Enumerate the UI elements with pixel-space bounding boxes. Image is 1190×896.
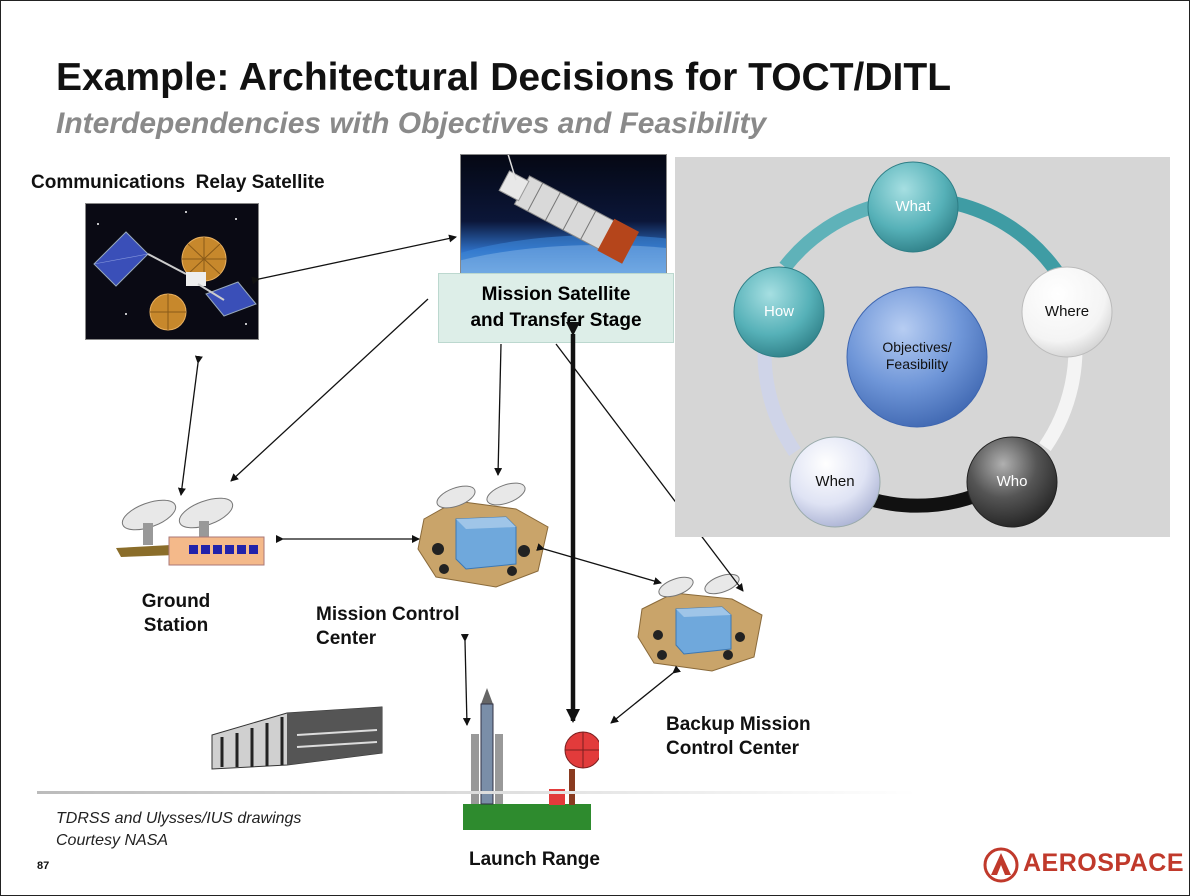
ground-station-drawing (111, 493, 271, 573)
mission-control-label-line2: Center (316, 628, 377, 649)
ground-station-label-line2: Station (143, 615, 209, 636)
cycle-circle-what (867, 161, 959, 253)
image-credit: TDRSS and Ulysses/IUS drawings Courtesy … (56, 808, 301, 852)
backup-control-label-line2: Control Center (666, 738, 799, 759)
cycle-label-where: Where (1044, 303, 1090, 320)
image-credit-line2: Courtesy NASA (56, 832, 169, 849)
backup-control-drawing (636, 569, 766, 674)
mission-satellite-label-line2: and Transfer Stage (470, 310, 642, 331)
mission-control-label-line1: Mission Control (316, 604, 460, 625)
page-number: 87 (37, 860, 50, 872)
arrow-relay-ground (177, 355, 203, 496)
arrow-mission-ground (230, 298, 429, 482)
slide-subtitle: Interdependencies with Objectives and Fe… (56, 107, 767, 140)
arrow-mission-mcc (494, 343, 503, 476)
slide-title: Example: Architectural Decisions for TOC… (56, 56, 952, 99)
relay-satellite-label: Communications Relay Satellite (31, 172, 325, 193)
ground-station-label: Ground Station (131, 590, 221, 638)
arrow-mission-backup (555, 343, 744, 592)
cycle-label-center-line2: Feasibility (885, 356, 949, 372)
ground-line (37, 791, 917, 794)
cycle-label-center-line1: Objectives/ (882, 339, 952, 355)
cycle-circle-when (789, 436, 881, 528)
cycle-circle-center (846, 286, 988, 428)
arrow-backup-launch (610, 665, 681, 724)
mission-satellite-label: Mission Satellite and Transfer Stage (438, 273, 674, 343)
ground-station-label-line1: Ground (141, 591, 211, 612)
cycle-label-how: How (763, 303, 794, 320)
mission-control-label: Mission Control Center (316, 603, 516, 651)
backup-control-label-line1: Backup Mission (666, 714, 811, 735)
aerospace-logo-text: AEROSPACE (1023, 849, 1185, 877)
aerospace-logo-icon (983, 847, 1019, 883)
mission-satellite-label-line1: Mission Satellite (481, 284, 631, 305)
aerospace-logo: AEROSPACE (983, 847, 1184, 883)
cycle-label-what: What (895, 198, 931, 215)
image-credit-line1: TDRSS and Ulysses/IUS drawings (56, 810, 302, 827)
cycle-circle-who (966, 436, 1058, 528)
backup-control-label: Backup Mission Control Center (666, 713, 866, 761)
cycle-label-center: Objectives/ Feasibility (862, 339, 972, 373)
cycle-circle-where (1021, 266, 1113, 358)
mission-control-drawing (416, 479, 551, 589)
arrow-mcc-backup (536, 543, 662, 585)
launch-range-label: Launch Range (469, 849, 600, 870)
building-drawing (207, 695, 387, 775)
cycle-label-who: Who (996, 473, 1028, 490)
arrow-relay-mission (251, 234, 457, 285)
cycle-diagram-panel: What Where Who When How Objectives/ Feas… (675, 157, 1170, 537)
relay-satellite-image (85, 203, 259, 340)
cycle-label-when: When (815, 473, 855, 490)
cycle-circle-how (733, 266, 825, 358)
arrow-mcc-launch (460, 633, 471, 726)
